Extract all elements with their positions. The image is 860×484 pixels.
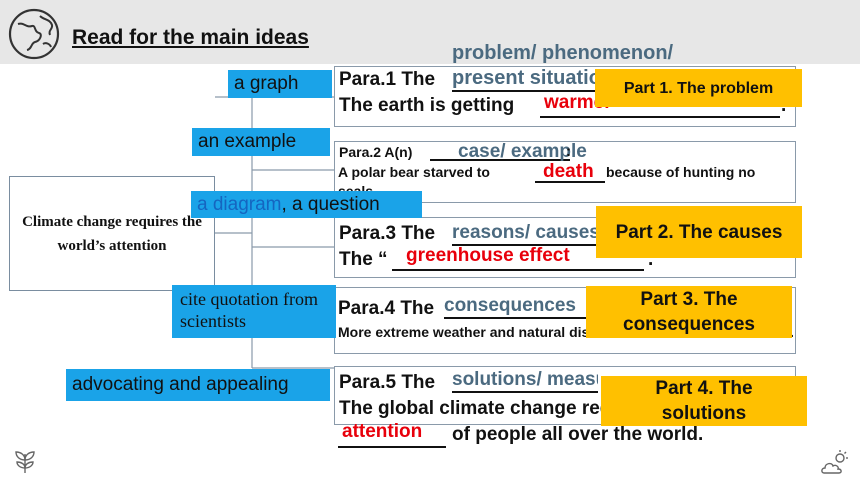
para1-blank — [540, 116, 780, 118]
para5-blank-answer: attention — [342, 421, 423, 442]
para5-line2: The global climate change requires the — [339, 398, 601, 419]
para3-period: . — [648, 249, 654, 270]
para4-answer: consequences — [444, 295, 590, 319]
para2-blank-answer: death — [543, 161, 594, 182]
para2-label: Para.2 A(n) — [339, 144, 413, 160]
annotation-graph: a graph — [228, 70, 332, 98]
para2-colon: : — [566, 143, 571, 160]
part4-label: Part 4. The solutions — [601, 376, 807, 426]
para2-line2-b: because of hunting no — [606, 164, 756, 180]
para3-line2-a: The “ — [339, 249, 388, 270]
cloud-sun-icon — [821, 450, 848, 474]
para3-blank — [392, 269, 644, 271]
part1-label: Part 1. The problem — [595, 69, 802, 107]
para1-answer: present situation — [452, 67, 602, 92]
annotation-diagram-question: a diagram, a question — [191, 191, 422, 218]
para1-label: Para.1 The — [339, 69, 436, 90]
para1-line2: The earth is getting — [339, 95, 515, 116]
para3-answer: reasons/ causes — [452, 222, 600, 246]
annotation-example: an example — [192, 128, 330, 156]
part2-label: Part 2. The causes — [596, 206, 802, 258]
annotation-question: , a question — [281, 194, 380, 215]
para2-line2-a: A polar bear starved to — [338, 164, 490, 180]
para4-line2: More extreme weather and natural disaste… — [338, 324, 588, 340]
para3-label: Para.3 The — [339, 223, 436, 244]
para2-blank2 — [535, 181, 605, 183]
central-topic-label: Climate change requires the world’s atte… — [22, 213, 202, 254]
para5-line3: of people all over the world. — [452, 424, 704, 445]
para3-blank-answer: greenhouse effect — [406, 245, 570, 266]
annotation-diagram: a diagram — [197, 194, 282, 215]
para2-blank1 — [430, 159, 570, 161]
para5-label: Para.5 The — [339, 372, 436, 393]
para4-label: Para.4 The — [338, 298, 435, 319]
annotation-quotation: cite quotation from scientists — [172, 285, 336, 338]
para1-answer-above: problem/ phenomenon/ — [452, 42, 674, 64]
header-bar — [0, 0, 860, 64]
central-topic: Climate change requires the world’s atte… — [9, 176, 215, 291]
para5-blank — [338, 446, 446, 448]
para2-line3: seals — [338, 183, 374, 193]
para1-blank-answer: warmer — [544, 92, 612, 113]
globe-icon — [8, 8, 60, 60]
para5-answer: solutions/ measures — [452, 369, 598, 393]
part3-label: Part 3. The consequences — [586, 286, 792, 338]
annotation-appealing: advocating and appealing — [66, 369, 330, 401]
para2-answer: case/ example — [458, 141, 587, 162]
plant-icon — [15, 451, 35, 473]
page-title: Read for the main ideas — [72, 26, 309, 49]
